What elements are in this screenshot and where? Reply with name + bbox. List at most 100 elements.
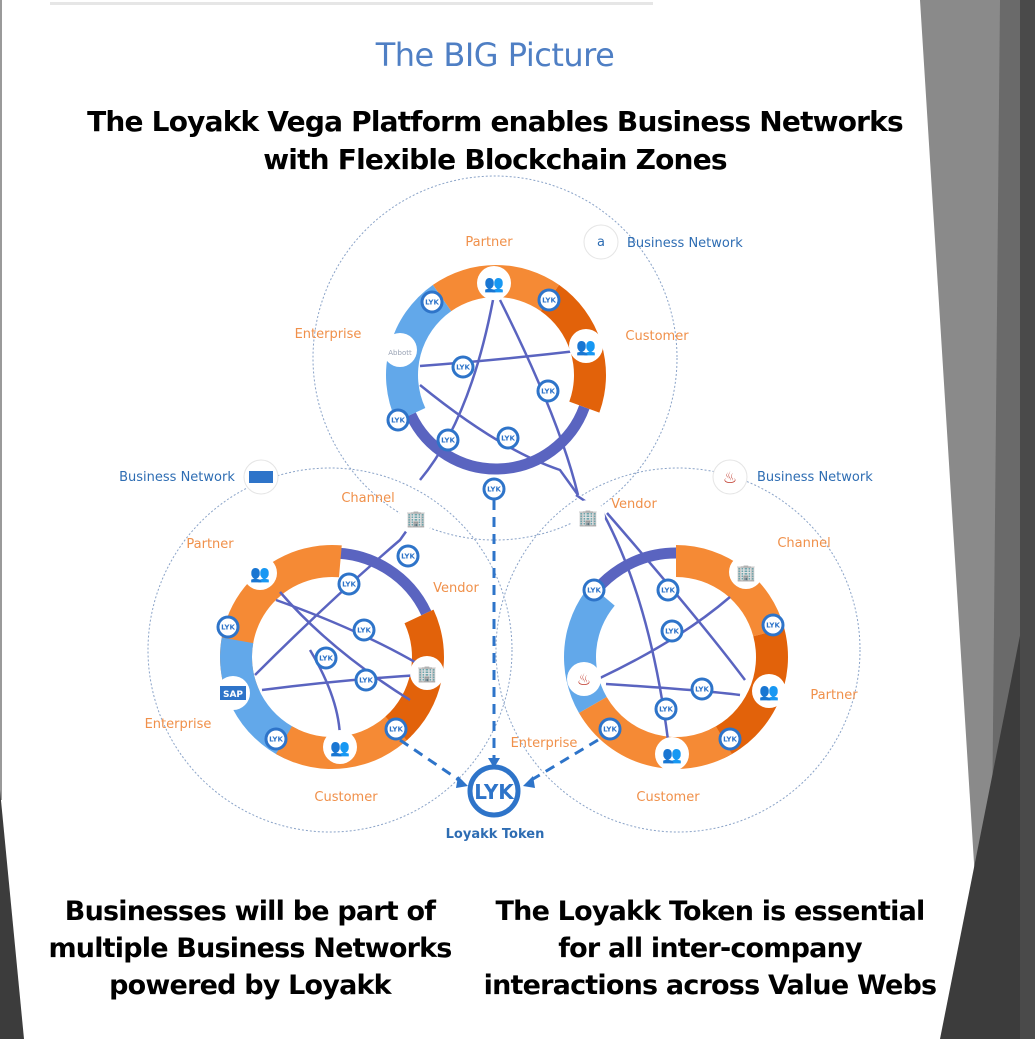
lyk-node-label: LYK	[342, 581, 356, 589]
lyk-node-icon: LYK	[337, 572, 361, 596]
lyk-node-label: LYK	[425, 299, 439, 307]
role-label-channel-right: Channel	[777, 536, 830, 551]
network-label-left: Business Network	[119, 470, 235, 485]
enterprise-segment-top	[386, 284, 452, 422]
partner-segment-right	[709, 628, 788, 759]
role-label-enterprise-top: Enterprise	[295, 327, 362, 342]
lyk-node-label: LYK	[389, 726, 403, 734]
lyk-node-label: LYK	[665, 628, 679, 636]
role-label-customer-right: Customer	[636, 790, 700, 805]
lyk-node-icon: LYK	[496, 426, 520, 450]
lyk-node-label: LYK	[487, 486, 501, 494]
lyk-node-label: LYK	[501, 435, 515, 443]
sap-logo-icon	[220, 686, 246, 700]
subtitle-line-2: with Flexible Blockchain Zones	[263, 143, 727, 176]
lyk-node-icon: LYK	[660, 619, 684, 643]
lyk-node-label: LYK	[319, 655, 333, 663]
lyk-node-label: LYK	[359, 677, 373, 685]
lyk-node-ring	[451, 355, 475, 379]
lyk-node-ring	[598, 717, 622, 741]
role-label-vendor-left: Vendor	[433, 581, 479, 596]
lyk-node-ring	[354, 668, 378, 692]
lyk-node-ring	[384, 717, 408, 741]
lyk-node-label: LYK	[401, 553, 415, 561]
role-label-channel: Channel	[341, 491, 394, 506]
caption-right-line: interactions across Value Webs	[483, 970, 937, 1001]
network-connection-line	[419, 348, 586, 368]
lyk-node-ring	[420, 290, 444, 314]
lyk-node-icon: LYK	[761, 613, 785, 637]
token-arrow-head	[456, 776, 468, 788]
lyk-node-icon: LYK	[482, 477, 506, 501]
channel-segment-right	[676, 545, 785, 637]
channel-icon-right: 🏢	[736, 563, 756, 582]
customer-icon-right-bg	[655, 737, 689, 771]
network-boundary-right	[495, 467, 861, 833]
vendor-icon-left-bg	[410, 656, 444, 690]
right-panel-edge	[1020, 0, 1035, 1039]
lyk-node-ring	[537, 288, 561, 312]
lyk-node-label: LYK	[269, 736, 283, 744]
customer-icon-left: 👥	[330, 738, 350, 757]
lyk-node-icon: LYK	[386, 408, 410, 432]
lyk-node-icon: LYK	[598, 717, 622, 741]
caption-left-line: multiple Business Networks	[48, 933, 452, 964]
caption-right-line: for all inter-company	[558, 933, 862, 964]
network-label-top: Business Network	[627, 236, 743, 251]
customer-icon-bg	[569, 329, 603, 363]
token-arrow-head	[523, 776, 535, 788]
lyk-node-icon: LYK	[396, 544, 420, 568]
lyk-node-icon: LYK	[352, 618, 376, 642]
abbott-network-badge	[583, 224, 619, 260]
lyk-node-icon: LYK	[264, 727, 288, 751]
lyk-node-icon: LYK	[384, 717, 408, 741]
customer-icon-right: 👥	[662, 745, 682, 764]
token-arrow-head	[488, 758, 500, 768]
abbott-logo-icon: Abbott	[388, 349, 412, 357]
network-connection-line	[605, 682, 741, 697]
network-label-right: Business Network	[757, 470, 873, 485]
lyk-node-label: LYK	[603, 726, 617, 734]
sap-logo-icon	[249, 471, 273, 483]
right-panel-dark	[940, 560, 1035, 1039]
left-panel-dark	[0, 790, 24, 1039]
vendor-icon-right: 🏢	[578, 508, 598, 527]
lyk-node-ring	[337, 572, 361, 596]
lyk-node-ring	[496, 426, 520, 450]
lyk-node-label: LYK	[541, 388, 555, 396]
role-label-enterprise-right: Enterprise	[511, 736, 578, 751]
lyk-node-ring	[264, 727, 288, 751]
flame-logo-icon: ♨	[577, 670, 591, 689]
vendor-icon-left: 🏢	[417, 664, 437, 683]
lyk-node-icon: LYK	[216, 615, 240, 639]
lyk-node-icon: LYK	[536, 379, 560, 403]
caption-left: Businesses will be part of multiple Busi…	[40, 893, 460, 1004]
channel-icon-bg	[399, 501, 433, 535]
partner-icon-left-bg	[243, 556, 277, 590]
lyk-node-label: LYK	[695, 686, 709, 694]
lyk-node-ring	[396, 544, 420, 568]
lyk-node-label: LYK	[661, 587, 675, 595]
ring-base-left	[331, 547, 432, 616]
caption-left-line: Businesses will be part of	[64, 896, 436, 927]
partner-icon-bg	[477, 266, 511, 300]
lyk-node-ring	[654, 697, 678, 721]
role-label-partner-right: Partner	[810, 688, 858, 703]
network-connection-line	[261, 673, 421, 692]
abbott-logo-icon: a	[597, 235, 605, 250]
lyk-node-label: LYK	[587, 587, 601, 595]
top-divider	[50, 2, 653, 5]
sap-logo-text: SAP	[223, 690, 243, 700]
lyk-node-ring	[761, 613, 785, 637]
partner-icon-left: 👥	[250, 564, 270, 583]
lyk-node-label: LYK	[441, 437, 455, 445]
loyakk-token-caption: Loyakk Token	[446, 827, 545, 842]
role-label-customer-left: Customer	[314, 790, 378, 805]
flame-network-badge	[712, 459, 748, 495]
role-label-customer-top: Customer	[625, 329, 689, 344]
role-label-partner-top: Partner	[465, 235, 513, 250]
lyk-node-label: LYK	[391, 417, 405, 425]
customer-icon: 👥	[576, 337, 596, 356]
loyakk-token-icon	[467, 764, 521, 818]
